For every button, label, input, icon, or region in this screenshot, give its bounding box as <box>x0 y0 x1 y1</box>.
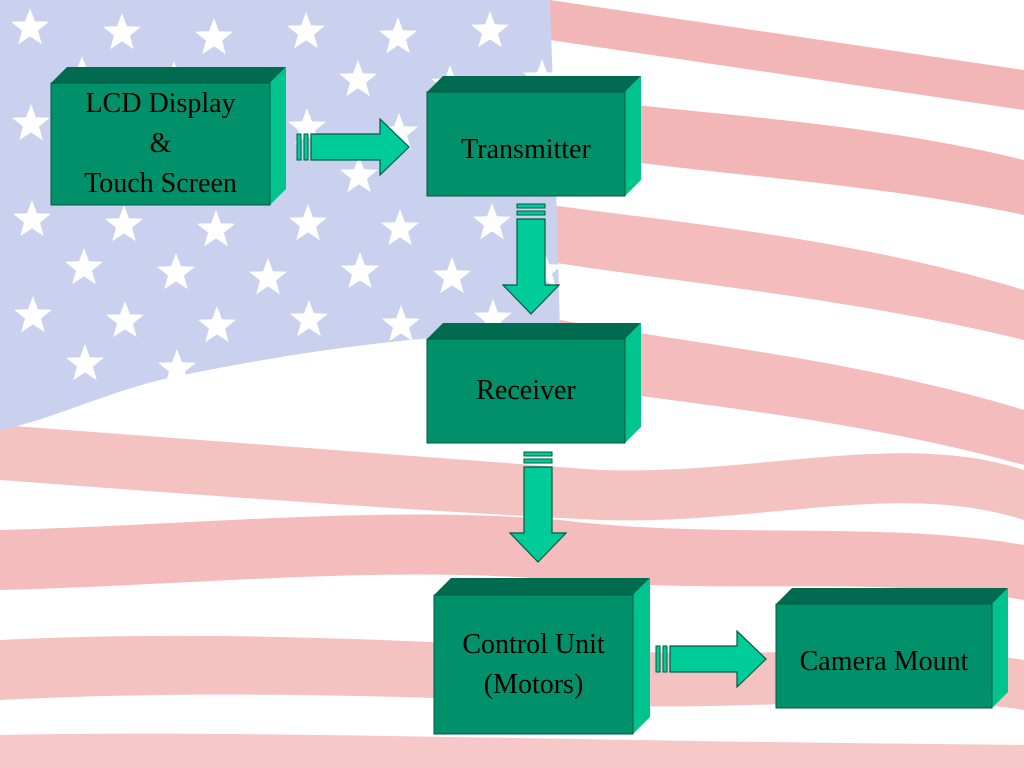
box-front-face <box>433 594 634 735</box>
flag-star <box>12 104 50 141</box>
flag-star <box>288 108 326 145</box>
control-line-1: Control Unit <box>462 628 605 660</box>
box-side-face <box>992 588 1008 708</box>
camera-mount-box: Camera Mount <box>775 588 1008 709</box>
box-3d-shape <box>775 588 1008 709</box>
arrow-tick <box>523 451 553 457</box>
box-3d-shape <box>433 578 650 735</box>
arrow-body <box>502 218 560 315</box>
flag-star <box>106 301 144 338</box>
flag-star <box>379 17 417 54</box>
box-top-face <box>434 578 650 595</box>
flag-star <box>287 12 325 49</box>
flag-star <box>158 349 196 386</box>
flag-stripe <box>0 733 1024 768</box>
flag-star <box>382 305 420 342</box>
flag-star <box>65 248 103 285</box>
control-unit-box: Control Unit (Motors) <box>433 578 650 735</box>
arrow-tick <box>303 133 309 161</box>
flag-star <box>198 306 236 343</box>
flag-stripe <box>0 425 1024 521</box>
box-top-face <box>776 588 1008 604</box>
flag-stripe <box>550 0 1024 110</box>
arrow-tick <box>655 645 661 673</box>
arrow-tick <box>516 210 546 216</box>
transmitter-label: Transmitter <box>461 134 591 165</box>
flag-star <box>105 205 143 242</box>
flag-star <box>13 200 51 237</box>
lcd-line-1: LCD Display <box>85 88 236 119</box>
lcd-line-3: Touch Screen <box>84 168 237 199</box>
arrow-tick <box>516 203 546 209</box>
flag-star <box>289 204 327 241</box>
receiver-label: Receiver <box>476 375 576 406</box>
transmitter-box: Transmitter <box>426 76 641 197</box>
arrow-down-transmitter-to-receiver <box>502 203 560 315</box>
control-unit-label: Control Unit (Motors) <box>434 595 633 734</box>
flag-star <box>474 299 512 336</box>
flag-star <box>341 252 379 289</box>
flag-stripe <box>0 514 1024 600</box>
box-top-face <box>427 76 641 92</box>
box-side-face <box>625 76 641 196</box>
flag-star <box>380 113 418 150</box>
box-front-face <box>775 603 993 709</box>
flag-star <box>339 60 377 97</box>
flag-star <box>249 258 287 295</box>
flag-stripe <box>560 320 1024 465</box>
flag-star <box>195 18 233 55</box>
arrow-body <box>509 466 567 563</box>
flag-star <box>14 296 52 333</box>
box-3d-shape <box>426 323 641 444</box>
arrow-body <box>310 118 410 176</box>
flag-star <box>473 203 511 240</box>
arrow-down-receiver-to-control <box>509 451 567 563</box>
camera-mount-label: Camera Mount <box>799 646 969 677</box>
flag-stripe <box>550 205 1024 340</box>
flag-star <box>340 156 378 193</box>
box-top-face <box>51 67 286 83</box>
receiver-box: Receiver <box>426 323 641 444</box>
flag-star <box>433 257 471 294</box>
flag-star <box>157 253 195 290</box>
box-side-face <box>625 323 641 443</box>
lcd-line-2: & <box>149 128 172 159</box>
box-front-face <box>50 82 271 206</box>
flag-star <box>381 209 419 246</box>
arrow-right-control-to-camera <box>655 630 767 688</box>
flag-star <box>103 13 141 50</box>
flag-star <box>11 8 49 45</box>
lcd-display-box: LCD Display & Touch Screen <box>50 67 286 206</box>
arrow-tick <box>296 133 302 161</box>
box-top-face <box>427 323 641 339</box>
arrow-tick <box>662 645 668 673</box>
arrow-body <box>669 630 767 688</box>
box-3d-shape <box>426 76 641 197</box>
box-side-face <box>633 578 650 734</box>
flag-star <box>471 11 509 48</box>
box-front-face <box>426 338 626 444</box>
arrow-tick <box>523 458 553 464</box>
arrow-right-lcd-to-transmitter <box>296 118 410 176</box>
flag-star <box>197 210 235 247</box>
flag-star <box>290 300 328 337</box>
flag-star <box>66 344 104 381</box>
lcd-display-label: LCD Display & Touch Screen <box>51 83 270 205</box>
box-front-face <box>426 91 626 197</box>
box-side-face <box>270 67 286 205</box>
flag-stripe <box>550 95 1024 215</box>
control-line-2: (Motors) <box>483 668 584 700</box>
box-3d-shape <box>50 67 286 206</box>
